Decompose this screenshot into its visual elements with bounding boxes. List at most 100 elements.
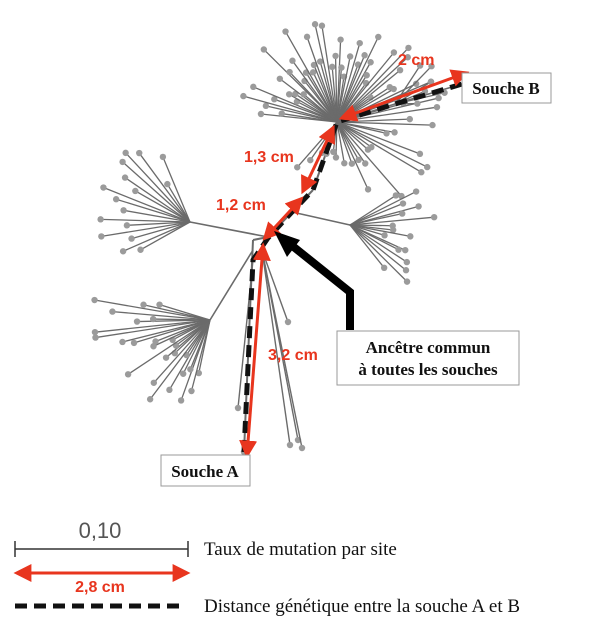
tree-branch bbox=[112, 310, 211, 321]
tree-branch bbox=[336, 121, 345, 164]
tree-branch bbox=[336, 121, 372, 148]
distance-description: Distance génétique entre la souche A et … bbox=[204, 596, 520, 617]
tree-branch bbox=[336, 121, 428, 168]
tree-branch bbox=[349, 224, 407, 271]
tree-tip bbox=[278, 110, 285, 117]
tree-tip bbox=[375, 33, 382, 41]
tree-branch bbox=[349, 224, 411, 238]
tree-tip bbox=[276, 75, 284, 82]
tree-tip bbox=[282, 28, 289, 35]
tree-tip bbox=[310, 61, 318, 69]
tree-branch bbox=[291, 60, 338, 123]
tree-tip bbox=[149, 315, 157, 323]
tree-tip bbox=[300, 91, 307, 98]
scale-value: 0,10 bbox=[79, 518, 122, 543]
tree-tip bbox=[337, 36, 344, 43]
tree-branch bbox=[334, 55, 338, 123]
tree-branch bbox=[336, 121, 433, 126]
tree-tip bbox=[390, 85, 397, 93]
tree-tip bbox=[332, 154, 340, 161]
ancestor-box bbox=[336, 330, 520, 386]
strain-b-box bbox=[461, 72, 552, 104]
tree-branch bbox=[349, 190, 417, 226]
tree-tip bbox=[363, 72, 370, 79]
tree-branch bbox=[153, 319, 211, 384]
tree-branch bbox=[123, 209, 191, 223]
tree-branch bbox=[253, 86, 338, 123]
tree-branch bbox=[289, 71, 338, 123]
tree-tip bbox=[121, 174, 129, 181]
tree-branch bbox=[95, 319, 211, 339]
tree-tip bbox=[332, 52, 339, 60]
tree-tip bbox=[150, 379, 158, 386]
ancestor-pointer-arrow bbox=[287, 240, 354, 330]
tree-tip bbox=[318, 22, 326, 29]
tree-tip bbox=[389, 226, 397, 234]
tree-branch bbox=[115, 198, 191, 223]
tree-branch bbox=[349, 224, 385, 236]
tree-branch bbox=[291, 211, 351, 226]
tree-tip bbox=[406, 115, 413, 123]
tree-tip bbox=[187, 366, 194, 373]
tree-branch bbox=[103, 186, 191, 223]
tree-tip bbox=[361, 52, 368, 59]
tree-tip bbox=[136, 149, 143, 157]
tree-branch bbox=[349, 216, 435, 226]
tree-branch bbox=[349, 224, 385, 269]
tree-tip bbox=[100, 184, 107, 191]
tree-tip bbox=[402, 246, 409, 254]
tree-tip bbox=[381, 232, 388, 239]
tree-tip bbox=[137, 246, 144, 253]
tree-tip bbox=[428, 63, 435, 70]
tree-tip bbox=[140, 301, 147, 308]
tree-tip bbox=[330, 148, 337, 156]
tree-tip bbox=[260, 46, 268, 53]
tree-branch bbox=[125, 152, 191, 223]
tree-tip bbox=[416, 150, 424, 158]
tree-tip bbox=[303, 33, 311, 41]
tree-tip bbox=[180, 370, 187, 377]
tree-branch bbox=[122, 221, 191, 252]
tree-branch bbox=[281, 112, 338, 123]
tree-tip bbox=[271, 96, 278, 103]
tree-branch bbox=[124, 177, 191, 223]
tree-tip bbox=[130, 339, 138, 347]
tree-branch bbox=[336, 121, 387, 135]
tree-tip bbox=[399, 200, 407, 207]
arrow-segment-12 bbox=[262, 196, 304, 241]
tree-branch bbox=[349, 202, 404, 226]
tree-branch bbox=[168, 319, 211, 391]
strain-a-box bbox=[160, 454, 251, 487]
tree-branch bbox=[159, 304, 211, 321]
tree-tip bbox=[133, 318, 141, 325]
tree-branch bbox=[314, 24, 338, 123]
tree-branch bbox=[349, 224, 399, 251]
tree-tip bbox=[311, 21, 319, 28]
tree-tip bbox=[166, 386, 173, 394]
tree-tip bbox=[150, 343, 157, 350]
tree-tip bbox=[395, 246, 402, 253]
scale-description: Taux de mutation par site bbox=[204, 539, 397, 560]
ancestor-label-line1: Ancêtre commun bbox=[366, 338, 491, 357]
tree-tip bbox=[307, 156, 314, 164]
tree-branch bbox=[94, 319, 211, 333]
tree-branch bbox=[336, 121, 421, 155]
arrow-segment-13 bbox=[301, 124, 335, 195]
tree-branch bbox=[336, 121, 353, 164]
tree-tip bbox=[367, 59, 374, 66]
tree-branch bbox=[349, 212, 403, 226]
strain-a-label: Souche A bbox=[171, 462, 239, 481]
tree-branch bbox=[349, 224, 408, 263]
tree-branch bbox=[321, 25, 338, 123]
tree-branch bbox=[94, 299, 211, 321]
tree-tip bbox=[234, 404, 242, 412]
tree-tip bbox=[240, 92, 247, 100]
genetic-distance-path bbox=[241, 81, 463, 453]
tree-tip bbox=[433, 103, 441, 111]
tree-tip bbox=[414, 100, 421, 107]
tree-tip bbox=[399, 210, 406, 217]
tree-tip bbox=[404, 54, 411, 61]
tree-tip bbox=[355, 156, 362, 164]
tree-tip bbox=[152, 338, 159, 345]
tree-branch bbox=[306, 36, 338, 123]
